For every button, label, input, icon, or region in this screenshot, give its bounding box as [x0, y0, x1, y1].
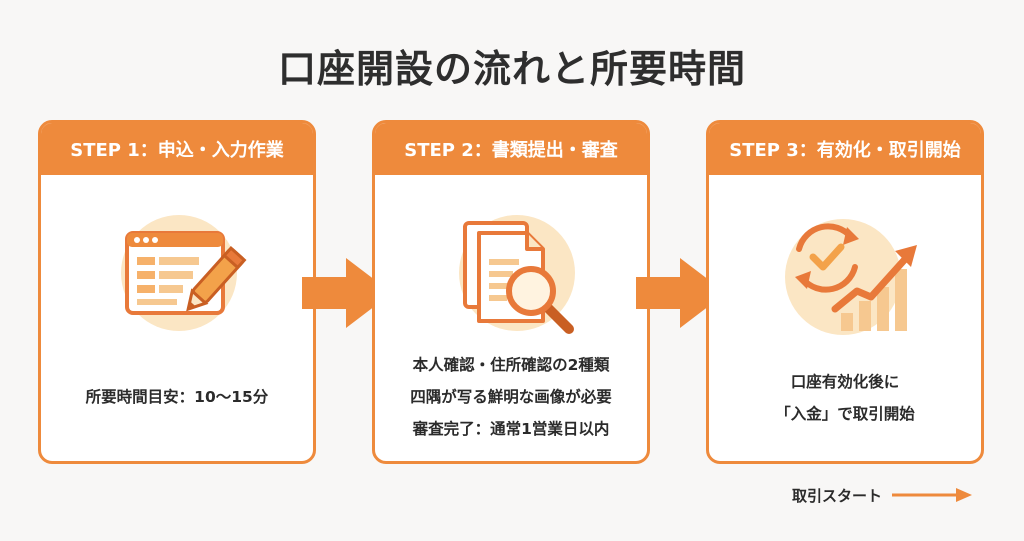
step-1-header: STEP 1：申込・入力作業	[41, 123, 313, 175]
check-growth-chart-icon	[755, 205, 935, 345]
step-3-line: 口座有効化後に	[790, 373, 900, 391]
flow-arrow-icon	[636, 258, 726, 328]
step-card-3: STEP 3：有効化・取引開始 口座有効化後に 「入金」で取引開始	[706, 120, 984, 464]
step-2-description: 本人確認・住所確認の2種類 四隅が写る鮮明な画像が必要 審査完了：通常1営業日以…	[375, 349, 647, 445]
step-2-header: STEP 2：書類提出・審査	[375, 123, 647, 175]
step-1-description: 所要時間目安：10〜15分	[41, 381, 313, 413]
step-2-line: 本人確認・住所確認の2種類	[412, 356, 610, 374]
form-pencil-icon	[87, 205, 267, 345]
step-3-header: STEP 3：有効化・取引開始	[709, 123, 981, 175]
flow-arrow-icon	[302, 258, 392, 328]
step-3-description: 口座有効化後に 「入金」で取引開始	[709, 366, 981, 430]
step-2-line: 四隅が写る鮮明な画像が必要	[410, 388, 612, 406]
document-magnifier-icon	[421, 205, 601, 345]
step-1-line: 所要時間目安：10〜15分	[85, 388, 269, 406]
step-card-2: STEP 2：書類提出・審査 本人確認・住所確認の2種類 四隅が写る鮮明な画像が…	[372, 120, 650, 464]
step-2-line: 審査完了：通常1営業日以内	[412, 420, 610, 438]
trade-start-label: 取引スタート	[792, 486, 883, 505]
trade-start-indicator: 取引スタート	[792, 484, 973, 506]
page-title: 口座開設の流れと所要時間	[277, 47, 746, 91]
right-arrow-icon	[892, 488, 973, 502]
step-3-line: 「入金」で取引開始	[775, 405, 915, 423]
step-card-1: STEP 1：申込・入力作業 所要時間目安：10〜15分	[38, 120, 316, 464]
